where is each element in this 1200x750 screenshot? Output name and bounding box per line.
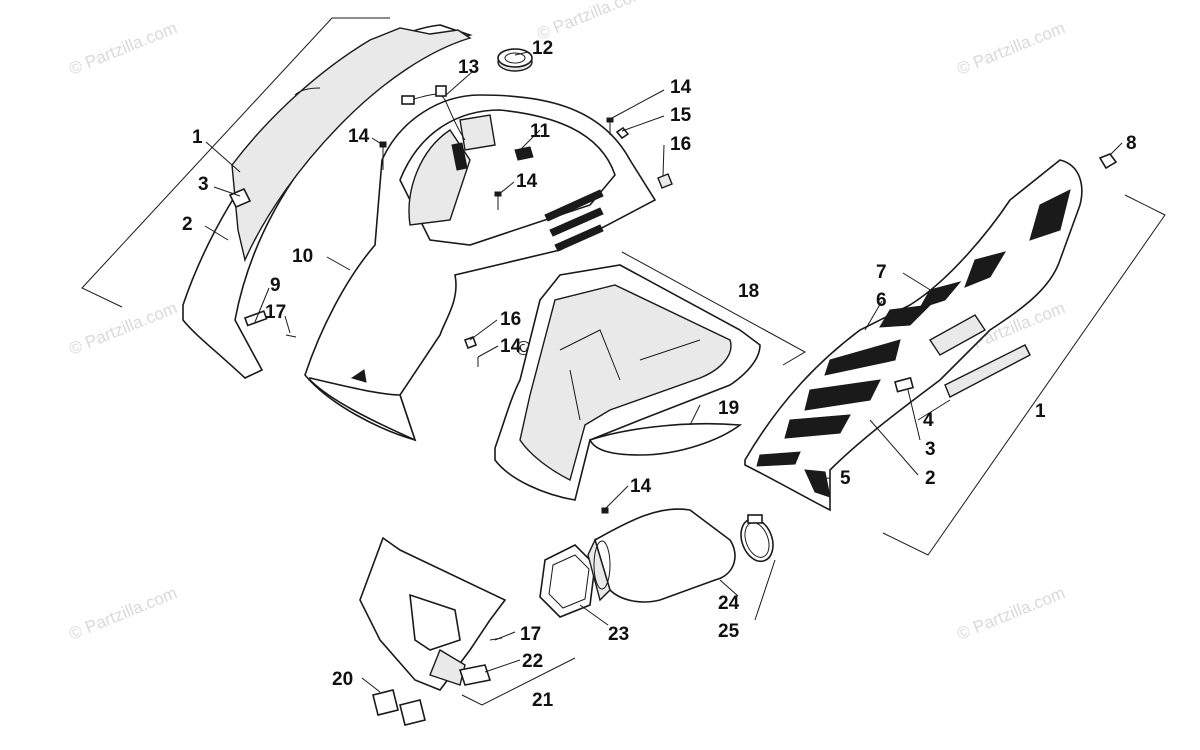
callout-2-right: 2 bbox=[925, 468, 936, 489]
callout-14-mid: 14 bbox=[500, 336, 522, 357]
part-hood bbox=[304, 94, 657, 442]
bracket-1-right bbox=[882, 194, 1166, 556]
callout-14-bot: 14 bbox=[630, 476, 652, 497]
callout-5: 5 bbox=[840, 468, 851, 489]
callout-17-left: 17 bbox=[265, 302, 286, 323]
fasteners bbox=[285, 117, 1118, 641]
callout-13: 13 bbox=[458, 57, 479, 78]
callout-19: 19 bbox=[718, 398, 739, 419]
part-gasket bbox=[539, 544, 596, 618]
bracket-1-left bbox=[81, 17, 390, 308]
callout-17-bot: 17 bbox=[520, 624, 541, 645]
callout-21: 21 bbox=[532, 690, 554, 711]
callout-14-c: 14 bbox=[670, 77, 692, 98]
callout-22: 22 bbox=[522, 651, 543, 672]
callout-15: 15 bbox=[670, 105, 692, 126]
part-front-grille bbox=[359, 536, 507, 691]
callout-16-top: 16 bbox=[670, 134, 691, 155]
part-duct bbox=[587, 508, 736, 603]
part-side-panel-left bbox=[182, 24, 473, 379]
bracket-21 bbox=[461, 657, 576, 706]
callout-11: 11 bbox=[530, 121, 551, 142]
callout-20: 20 bbox=[332, 669, 353, 690]
callout-25: 25 bbox=[718, 621, 740, 642]
callout-7: 7 bbox=[876, 262, 887, 283]
part-latch bbox=[372, 689, 426, 726]
watermark: © Partzilla.com bbox=[66, 298, 179, 359]
callout-14-a: 14 bbox=[348, 126, 370, 147]
callout-24: 24 bbox=[718, 593, 740, 614]
part-side-panel-right bbox=[744, 159, 1083, 512]
watermark: © Partzilla.com bbox=[954, 583, 1067, 644]
watermark: © Partzilla.com bbox=[954, 18, 1067, 79]
callout-3-right: 3 bbox=[925, 439, 936, 460]
watermark: © Partzilla.com bbox=[66, 18, 179, 79]
callout-12: 12 bbox=[532, 38, 553, 59]
callouts: 1 3 2 9 17 10 14 13 12 11 14 14 15 16 16… bbox=[182, 38, 1137, 711]
leaders bbox=[204, 51, 1123, 693]
watermark: © Partzilla.com bbox=[66, 583, 179, 644]
callout-6: 6 bbox=[876, 290, 887, 311]
callout-18: 18 bbox=[738, 281, 759, 302]
callout-16-mid: 16 bbox=[500, 309, 521, 330]
callout-1-left: 1 bbox=[192, 127, 203, 148]
callout-10: 10 bbox=[292, 246, 313, 267]
callout-1-right: 1 bbox=[1035, 401, 1046, 422]
part-storage-bin bbox=[494, 264, 761, 501]
callout-8: 8 bbox=[1126, 133, 1137, 154]
bracket-18 bbox=[621, 251, 807, 366]
callout-3-left: 3 bbox=[198, 174, 209, 195]
callout-23: 23 bbox=[608, 624, 629, 645]
callout-4: 4 bbox=[923, 410, 934, 431]
part-harness bbox=[401, 85, 466, 141]
callout-2-left: 2 bbox=[182, 214, 193, 235]
part-clamp bbox=[740, 514, 774, 563]
callout-9: 9 bbox=[270, 275, 281, 296]
callout-14-b: 14 bbox=[516, 171, 538, 192]
